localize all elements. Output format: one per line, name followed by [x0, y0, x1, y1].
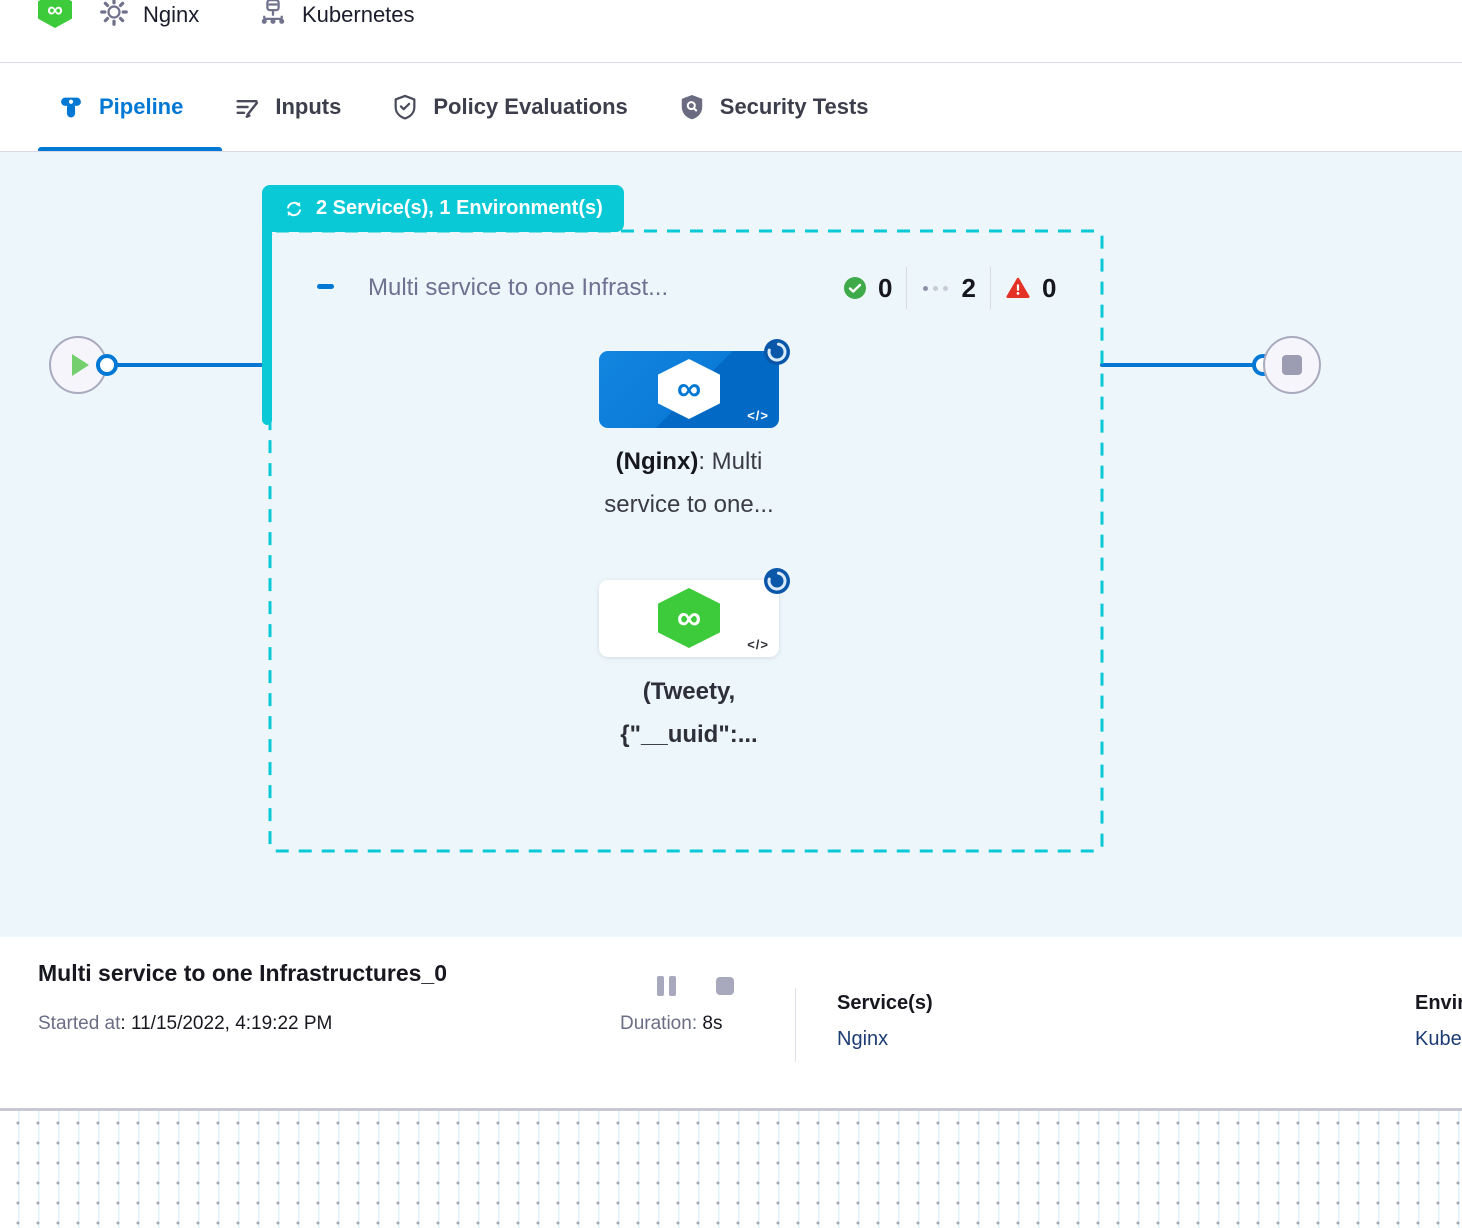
environments-link[interactable]: Kubernetes — [1415, 1028, 1462, 1050]
tab-label: Pipeline — [99, 94, 184, 119]
tab-label: Security Tests — [719, 94, 869, 119]
code-glyph: </> — [747, 637, 769, 652]
running-count: 2 — [961, 272, 976, 303]
environments-block: Environment(s) Kubernetes — [1415, 992, 1462, 1051]
gear-icon — [100, 0, 128, 26]
service-crumb-label: Nginx — [143, 2, 200, 27]
pause-button[interactable] — [657, 976, 678, 996]
stage-group-boundary — [268, 229, 1104, 853]
harness-logo-icon[interactable]: ∞ — [38, 0, 72, 28]
tab-pipeline[interactable]: Pipeline — [57, 93, 183, 121]
divider — [795, 988, 796, 1062]
cluster-icon — [261, 0, 285, 24]
node-nginx-card[interactable]: ∞ </> — [599, 351, 779, 428]
failed-count: 0 — [1041, 272, 1057, 303]
stage-group-label[interactable]: 2 Service(s), 1 Environment(s) — [262, 185, 624, 232]
tab-label: Inputs — [275, 94, 342, 119]
active-tab-underline — [38, 147, 222, 151]
breadcrumb-bar: ∞ Nginx — [0, 0, 1462, 62]
stage-group-label-text: 2 Service(s), 1 Environment(s) — [316, 197, 603, 219]
pipeline-canvas[interactable]: 2 Service(s), 1 Environment(s) Multi ser… — [0, 152, 1462, 937]
running-spinner-icon — [764, 568, 790, 594]
execution-info-bar: Multi service to one Infrastructures_0 S… — [0, 937, 1462, 1108]
edge-start-to-stage — [113, 363, 263, 367]
services-link[interactable]: Nginx — [837, 1028, 889, 1050]
environment-crumb-label: Kubernetes — [302, 2, 415, 27]
tab-security-tests[interactable]: Security Tests — [678, 93, 869, 121]
breadcrumb-environment[interactable]: Kubernetes — [258, 0, 415, 30]
tab-policy-evaluations[interactable]: Policy Evaluations — [391, 93, 628, 121]
duration: Duration: 8s — [620, 1013, 723, 1034]
shield-check-icon — [394, 94, 416, 120]
edge-stage-to-end — [1100, 363, 1258, 367]
play-icon — [72, 354, 89, 376]
success-count: 0 — [878, 272, 893, 303]
node-nginx-label: (Nginx): Multi service to one... — [604, 448, 774, 518]
pipeline-end-node[interactable] — [1263, 336, 1321, 394]
harness-step-icon: ∞ — [658, 588, 720, 648]
pipeline-start-node[interactable] — [49, 336, 107, 394]
start-connector-dot[interactable] — [96, 354, 118, 376]
execution-tabbar: Pipeline Inputs Policy Evaluations — [0, 62, 1462, 152]
stage-group-tail — [262, 200, 272, 425]
abort-button[interactable] — [716, 977, 734, 995]
execution-title: Multi service to one Infrastructures_0 — [38, 960, 448, 986]
failed-count-icon — [1006, 277, 1030, 298]
node-tweety-card[interactable]: ∞ </> — [599, 580, 779, 657]
loop-icon — [287, 201, 301, 216]
environments-label: Environment(s) — [1415, 992, 1462, 1014]
divider — [989, 267, 991, 309]
stage-name[interactable]: Multi service to one Infrast... — [368, 274, 669, 301]
node-tweety-label: (Tweety, {"__uuid":... — [620, 678, 758, 748]
pipeline-icon — [61, 97, 81, 118]
services-label: Service(s) — [837, 992, 933, 1014]
code-glyph: </> — [747, 408, 769, 423]
tab-label: Policy Evaluations — [433, 94, 628, 119]
divider — [906, 267, 908, 309]
breadcrumb-service[interactable]: Nginx — [99, 0, 199, 30]
inputs-icon — [236, 99, 259, 118]
running-count-icon — [923, 285, 949, 291]
harness-step-icon: ∞ — [658, 359, 720, 419]
services-block: Service(s) Nginx — [837, 992, 933, 1051]
running-spinner-icon — [764, 339, 790, 365]
stage-status-counts: 0 2 0 — [843, 266, 1056, 310]
section-divider — [0, 1108, 1462, 1111]
log-console-grid[interactable] — [0, 1111, 1462, 1228]
success-count-icon — [844, 277, 866, 299]
tab-inputs[interactable]: Inputs — [233, 93, 341, 121]
shield-scan-icon — [681, 95, 702, 120]
started-at: Started at: 11/15/2022, 4:19:22 PM — [38, 1013, 333, 1034]
stop-icon — [1282, 355, 1302, 375]
collapse-stage-button[interactable] — [317, 284, 334, 289]
